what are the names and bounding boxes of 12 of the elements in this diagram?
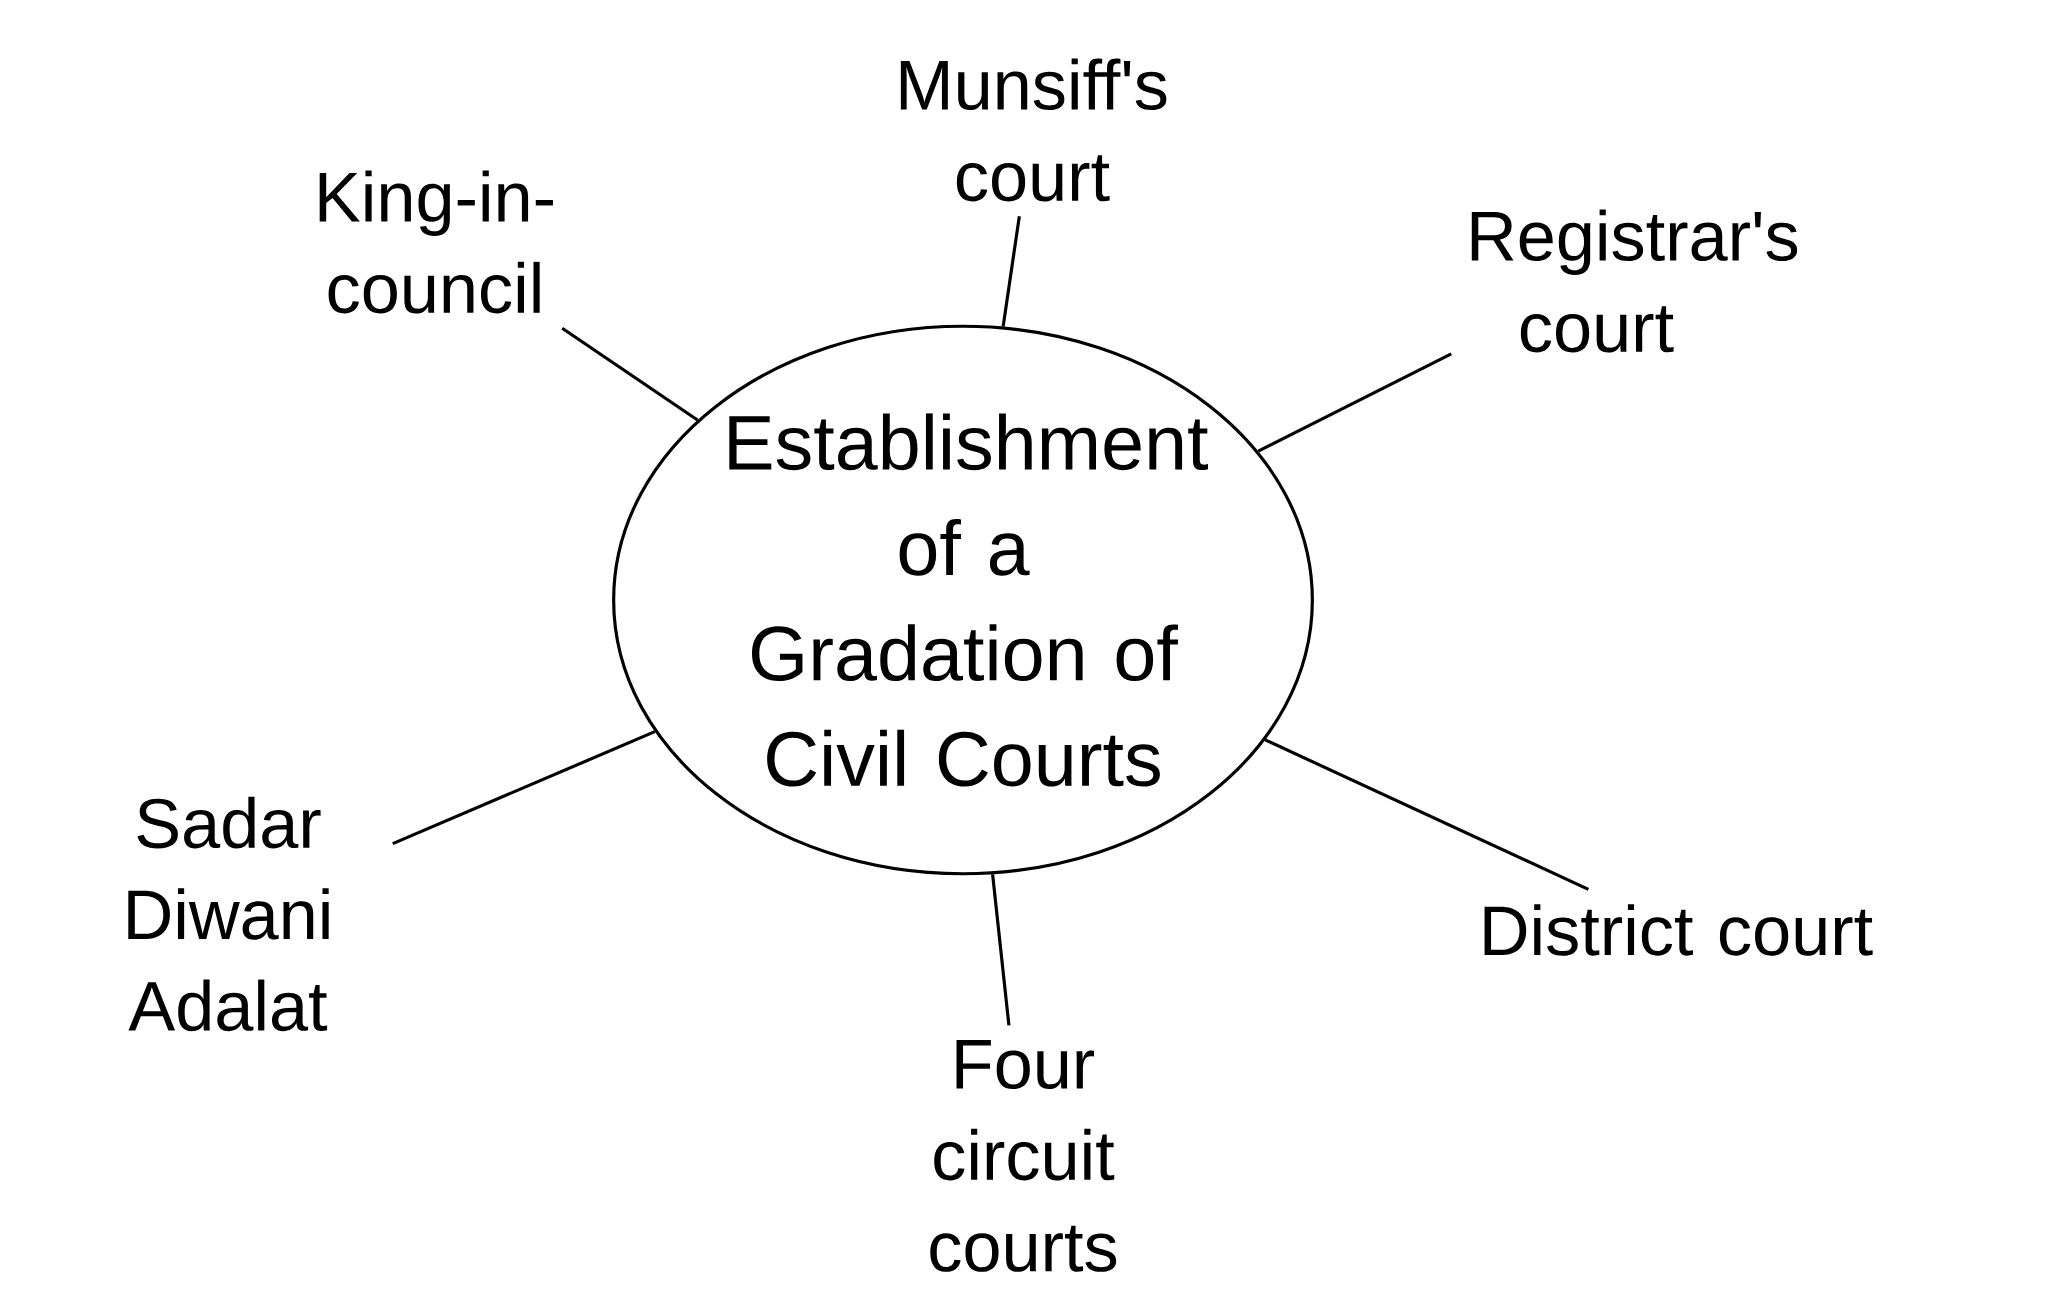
topic-label: Munsiff's court	[900, 58, 1167, 202]
connector-line	[1264, 738, 1590, 891]
connector-line	[392, 730, 656, 846]
connector-line	[1257, 352, 1452, 453]
topic-label: Four circuit courts	[930, 1040, 1117, 1272]
topic-label: District court	[1484, 904, 1873, 956]
topic-label: King-in-council	[319, 170, 553, 314]
connector-line	[1001, 216, 1021, 327]
topic-label: Sadar Diwani Adalat	[128, 796, 329, 1032]
topic-label: Registrar's court	[1471, 209, 1798, 353]
connector-line	[991, 874, 1011, 1026]
connector-line	[561, 326, 699, 422]
